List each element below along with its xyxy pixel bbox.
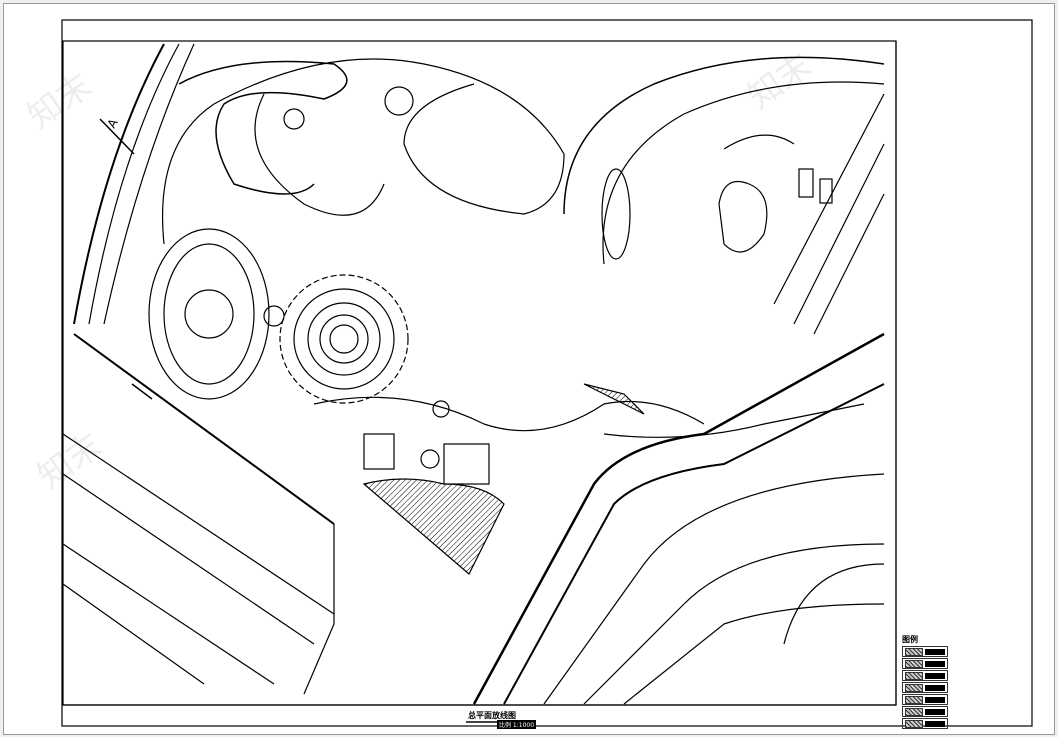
drawing-inner-frame [62,40,897,706]
legend-item [902,682,948,693]
site-plan: A [61,19,1033,727]
legend-swatch [905,671,923,680]
drawing-title: 总平面放线图 [466,710,518,723]
legend-label [925,684,945,691]
drawing-sheet: A 总平面放线图 比例 1:1000 图例 知末 知末 知末 [3,3,1055,735]
legend: 图例 [902,634,948,729]
legend-swatch [905,707,923,716]
legend-label [925,696,945,703]
section-marker-a [99,118,153,400]
southwest-road [73,333,335,525]
legend-item [902,658,948,669]
legend-item [902,694,948,705]
legend-label [925,648,945,655]
legend-item [902,706,948,717]
legend-swatch [905,659,923,668]
legend-item [902,718,948,729]
legend-label [925,672,945,679]
legend-label [925,660,945,667]
central-park-loop [161,58,565,245]
legend-label [925,708,945,715]
legend-swatch [905,683,923,692]
drawing-scale: 比例 1:1000 [497,720,537,729]
drawing-frame [61,19,1033,727]
radial-cluster [279,274,409,404]
legend-swatch [905,647,923,656]
legend-label [925,720,945,727]
legend-item [902,646,948,657]
legend-swatch [905,719,923,728]
legend-swatch [905,695,923,704]
east-housing-ring [563,56,885,215]
west-road [73,43,165,325]
section-marker-label: A [104,116,121,131]
west-cluster [163,243,255,385]
south-plaza [362,478,505,575]
legend-title: 图例 [902,635,918,644]
legend-item [902,670,948,681]
